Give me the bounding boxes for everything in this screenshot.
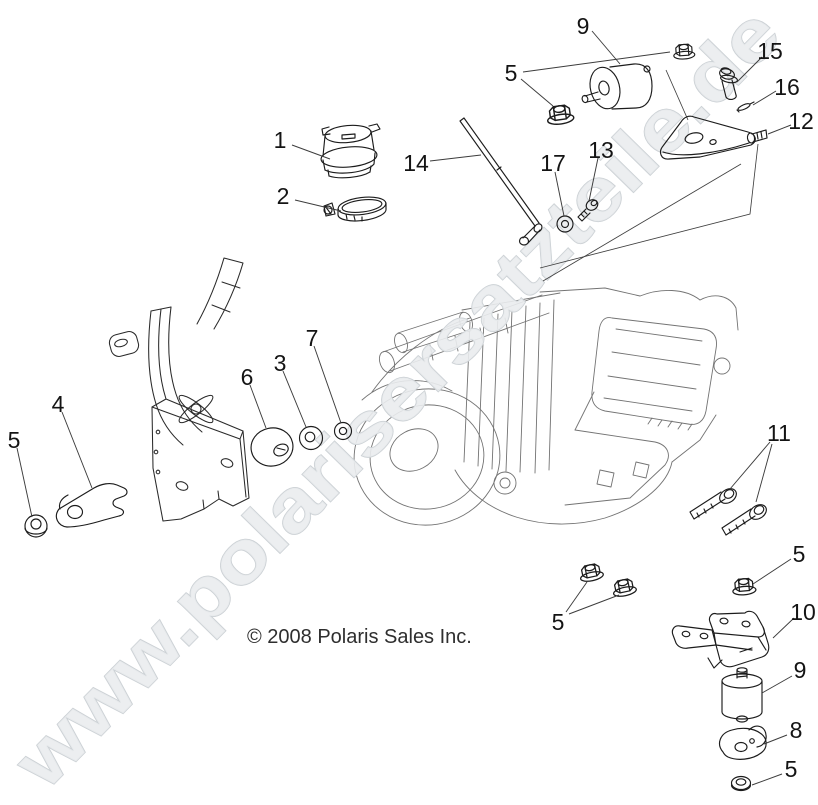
callout-3-13: 3	[274, 350, 307, 428]
callout-number: 6	[241, 364, 254, 390]
part-2-hose-clamp	[323, 196, 387, 222]
callout-7-14: 7	[306, 325, 342, 424]
callout-number: 8	[790, 717, 803, 743]
part-3-washer	[298, 425, 324, 451]
callout-5-21: 5	[751, 756, 798, 786]
callout-number: 7	[306, 325, 319, 351]
frame-section	[108, 257, 250, 522]
callout-number: 4	[52, 391, 65, 417]
part-1-carburetor-flange	[320, 123, 381, 179]
callout-number: 1	[274, 127, 287, 153]
callout-5-11: 5	[8, 427, 33, 518]
leader-line	[588, 157, 599, 202]
callout-5-17: 5	[752, 541, 806, 585]
part-14-support-rod	[459, 117, 543, 246]
callout-number: 14	[403, 150, 429, 176]
leader-line	[767, 124, 792, 135]
callout-number: 5	[793, 541, 806, 567]
leader-line	[752, 558, 792, 585]
leader-line	[294, 199, 342, 212]
callout-9-4: 9	[577, 13, 621, 65]
part-5-flange-nut	[24, 514, 48, 538]
leader-line	[761, 675, 793, 694]
callout-16-6: 16	[752, 74, 800, 106]
part-6-round-rubber-mount	[250, 427, 294, 467]
callout-5-3: 5	[505, 51, 671, 107]
part-15-shoulder-bolt	[719, 67, 738, 101]
leader-line	[554, 171, 565, 217]
leader-line	[522, 51, 671, 73]
part-4-mount-bracket-arm	[55, 483, 128, 528]
leader-line	[520, 78, 554, 107]
callout-11-15: 11	[729, 420, 791, 503]
leader-line	[763, 734, 788, 745]
callout-number: 2	[277, 183, 290, 209]
leader-line	[568, 594, 620, 615]
callout-number: 9	[794, 657, 807, 683]
part-10-engine-mount-bracket	[671, 610, 770, 669]
callout-number: 9	[577, 13, 590, 39]
callout-6-12: 6	[241, 364, 267, 429]
callout-14-2: 14	[403, 150, 482, 176]
callout-1-0: 1	[274, 127, 331, 160]
leader-line	[736, 56, 763, 83]
callout-8-20: 8	[763, 717, 803, 745]
leader-line	[291, 144, 331, 160]
leader-line	[16, 447, 33, 518]
assembly-lines	[539, 69, 759, 282]
callout-17-8: 17	[540, 150, 566, 217]
callout-number: 11	[767, 420, 791, 446]
leader-line	[752, 90, 777, 106]
part-11-mount-bolts	[689, 488, 767, 536]
copyright-text: © 2008 Polaris Sales Inc.	[247, 626, 472, 648]
leader-line	[772, 617, 795, 639]
callout-number: 5	[505, 60, 518, 86]
part-5-flange-nut	[730, 775, 752, 792]
leader-line	[729, 441, 771, 490]
part-upper-bracket-12	[660, 115, 768, 160]
leader-line	[565, 581, 588, 613]
callout-number: 10	[790, 599, 816, 625]
callout-15-5: 15	[736, 38, 783, 83]
part-5-flange-nut	[577, 561, 605, 584]
leader-line	[282, 370, 307, 428]
part-5-flange-nut	[545, 103, 576, 127]
callout-number: 5	[785, 756, 798, 782]
engine-line-art	[353, 287, 739, 526]
part-7-small-washer	[333, 421, 353, 441]
leader-line	[751, 773, 783, 786]
callout-12-7: 12	[767, 108, 814, 135]
callout-number: 16	[774, 74, 800, 100]
leader-line	[61, 411, 93, 489]
callout-13-9: 13	[588, 137, 614, 202]
part-17-flat-washer	[556, 215, 574, 233]
callout-10-18: 10	[772, 599, 816, 639]
callout-number: 17	[540, 150, 566, 176]
leader-line	[313, 345, 342, 424]
callout-4-10: 4	[52, 391, 93, 489]
callout-9-19: 9	[761, 657, 807, 694]
part-8-mount-retainer-washer	[719, 725, 767, 760]
part-16-tapping-screw	[736, 101, 755, 113]
part-5-flange-nut	[731, 577, 757, 597]
callout-5-16: 5	[552, 581, 620, 635]
part-9-rubber-engine-mount-upper	[581, 63, 653, 110]
part-5-flange-nut	[610, 576, 638, 599]
part-9-rubber-engine-mount-lower	[721, 667, 763, 723]
leader-line	[249, 384, 267, 429]
leader-line	[591, 30, 621, 65]
callout-number: 12	[788, 108, 814, 134]
watermark-text: www.polarisersatzteile.de	[0, 0, 796, 805]
callout-number: 13	[588, 137, 614, 163]
callout-2-1: 2	[277, 183, 342, 212]
callout-number: 3	[274, 350, 287, 376]
callout-number: 15	[757, 38, 783, 64]
leader-line	[429, 154, 482, 162]
callout-number: 5	[8, 427, 21, 453]
part-13-small-bolt	[577, 199, 599, 222]
leader-line	[755, 443, 773, 503]
callout-number: 5	[552, 609, 565, 635]
